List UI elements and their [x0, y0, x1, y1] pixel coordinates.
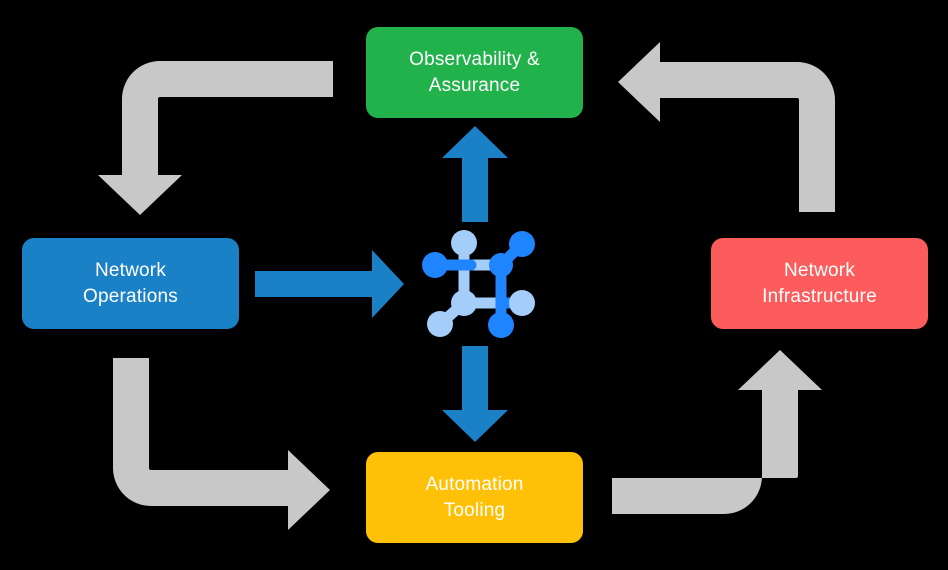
blue-arrow-operations-to-center — [255, 250, 404, 318]
topology-nodes — [422, 230, 535, 338]
gray-arrow-operations-to-automation — [113, 358, 330, 530]
blue-arrow-center-to-observability — [442, 126, 508, 222]
network-topology-icon — [422, 230, 535, 338]
gray-arrow-infrastructure-to-observability — [618, 42, 835, 212]
blue-arrow-center-to-automation — [442, 346, 508, 442]
node-network-infrastructure[interactable]: Network Infrastructure — [711, 238, 928, 329]
node-automation-tooling[interactable]: Automation Tooling — [366, 452, 583, 543]
gray-arrow-automation-to-infrastructure — [612, 350, 822, 514]
node-observability-assurance[interactable]: Observability & Assurance — [366, 27, 583, 118]
gray-arrow-observability-to-operations — [98, 61, 333, 215]
node-network-operations[interactable]: Network Operations — [22, 238, 239, 329]
